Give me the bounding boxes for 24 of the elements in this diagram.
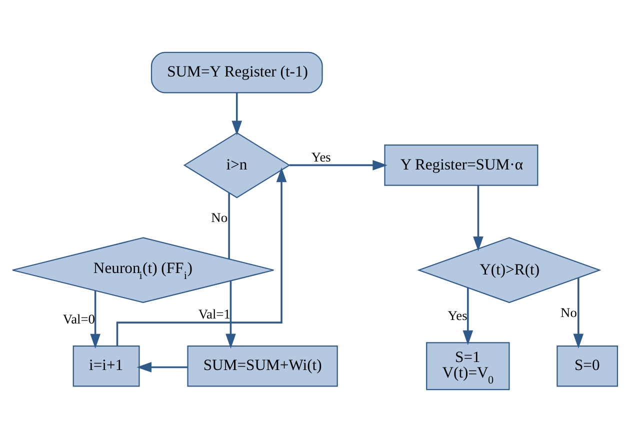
edge-label: Yes — [448, 308, 468, 323]
arrow — [462, 287, 474, 345]
edge-label: Yes — [311, 148, 331, 164]
node-diamond: i>n — [183, 132, 290, 198]
node-box: S=1 V(t)=V$_{0}$ — [426, 342, 510, 390]
connector — [228, 192, 230, 258]
node-diamond: Neuron$_{i}$(t) (FF$_{i}$) — [12, 236, 274, 303]
arrow — [90, 290, 100, 348]
node-box: SUM=SUM+Wi(t) — [187, 344, 338, 386]
edge-label: No — [211, 210, 228, 225]
arrow — [232, 92, 242, 135]
arrow — [573, 277, 584, 348]
edge-label: Val=0 — [62, 311, 96, 326]
arrow — [226, 280, 236, 348]
arrow — [289, 160, 388, 170]
edge-label: Val=1 — [198, 306, 230, 322]
arrow — [136, 362, 188, 372]
node-box: i=i+1 — [72, 344, 140, 386]
node-box: SUM=Y Register (t-1) — [150, 51, 323, 93]
node-box: Y Register=SUM·α — [384, 144, 538, 186]
arrow — [473, 184, 484, 251]
arrow — [116, 166, 287, 346]
edge-label: No — [560, 304, 577, 320]
node-box: S=0 — [556, 344, 618, 386]
